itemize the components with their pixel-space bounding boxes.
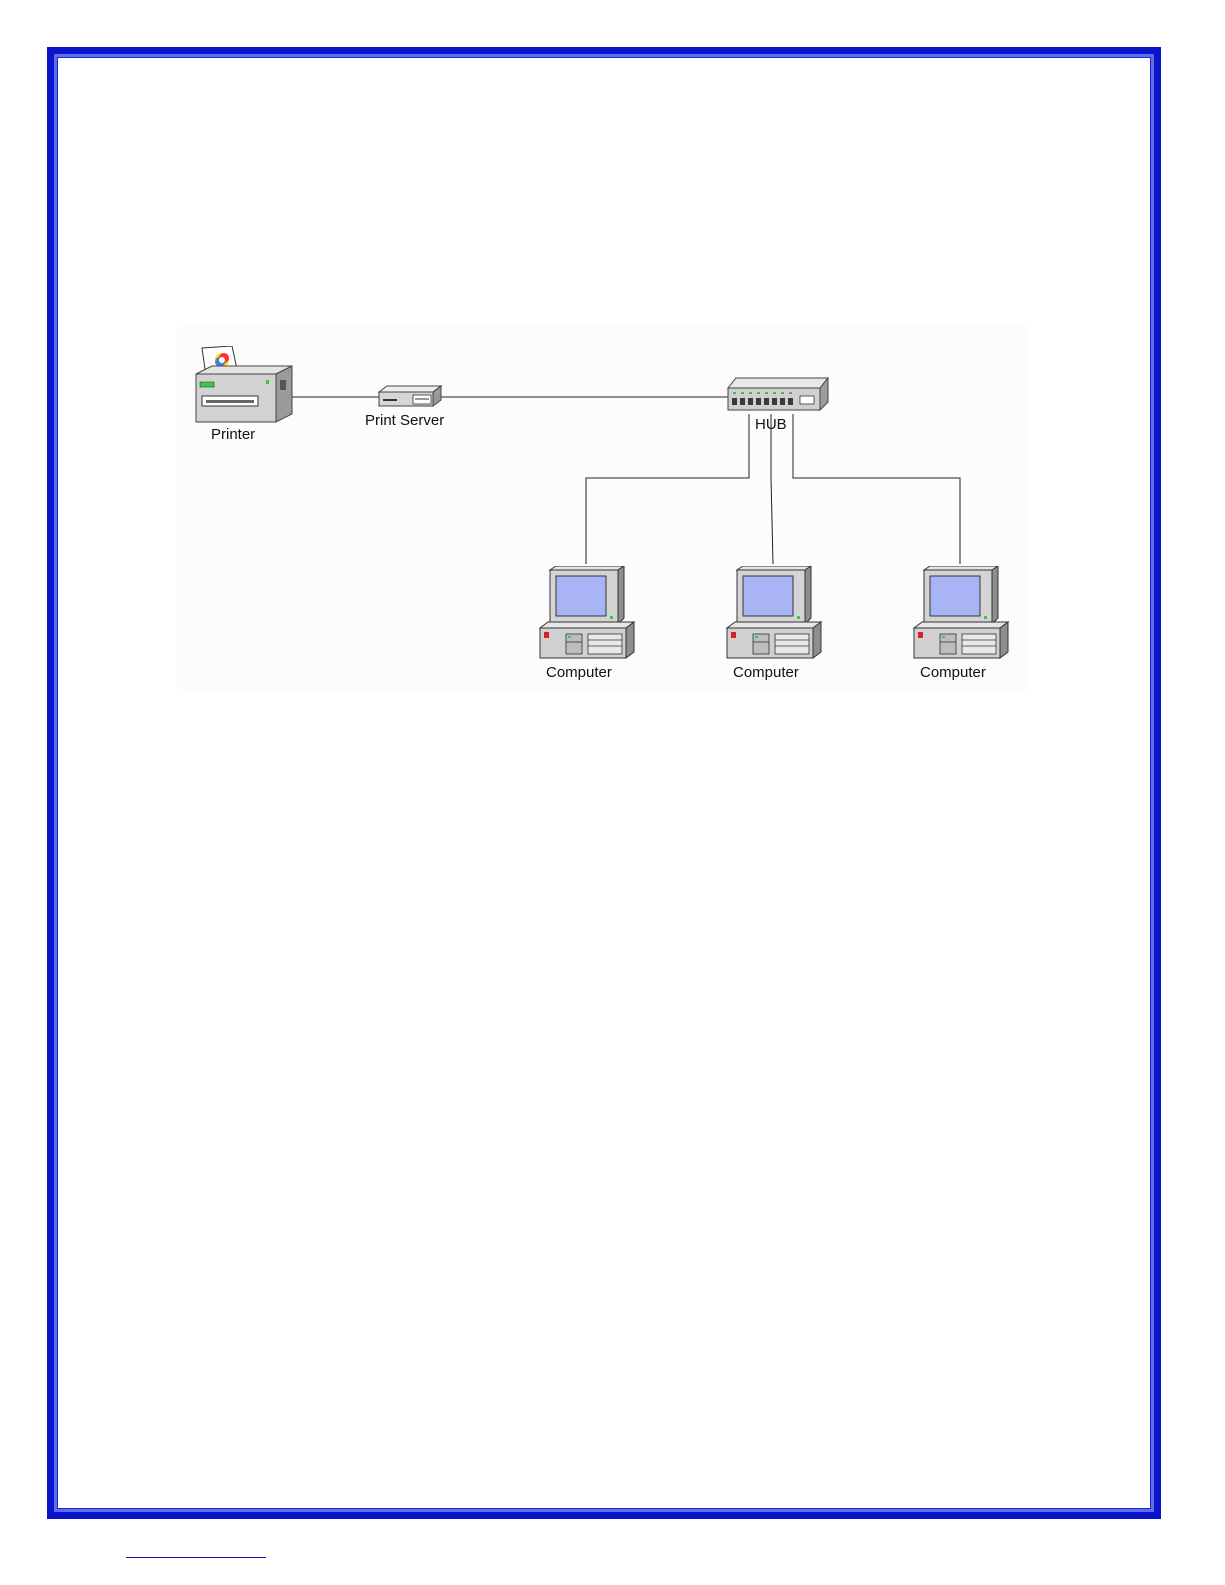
printer-label: Printer xyxy=(211,426,255,443)
printer-icon xyxy=(192,346,296,426)
computer-icon xyxy=(725,566,823,662)
computer-label-3: Computer xyxy=(920,664,986,681)
computer-icon xyxy=(912,566,1010,662)
computer-label-1: Computer xyxy=(546,664,612,681)
hub-label: HUB xyxy=(755,416,787,433)
computer-label-2: Computer xyxy=(733,664,799,681)
link-hub-computer-1 xyxy=(586,414,749,564)
page-border xyxy=(47,47,1161,1519)
link-hub-computer-3 xyxy=(793,414,960,564)
print-server-label: Print Server xyxy=(365,412,444,429)
link-hub-computer-2 xyxy=(771,414,773,564)
hub-icon xyxy=(726,376,830,412)
footer-link-underline[interactable] xyxy=(126,1557,266,1558)
computer-icon xyxy=(538,566,636,662)
network-diagram: Printer Print Server HUB xyxy=(177,322,1030,690)
print-server-icon xyxy=(377,384,443,408)
